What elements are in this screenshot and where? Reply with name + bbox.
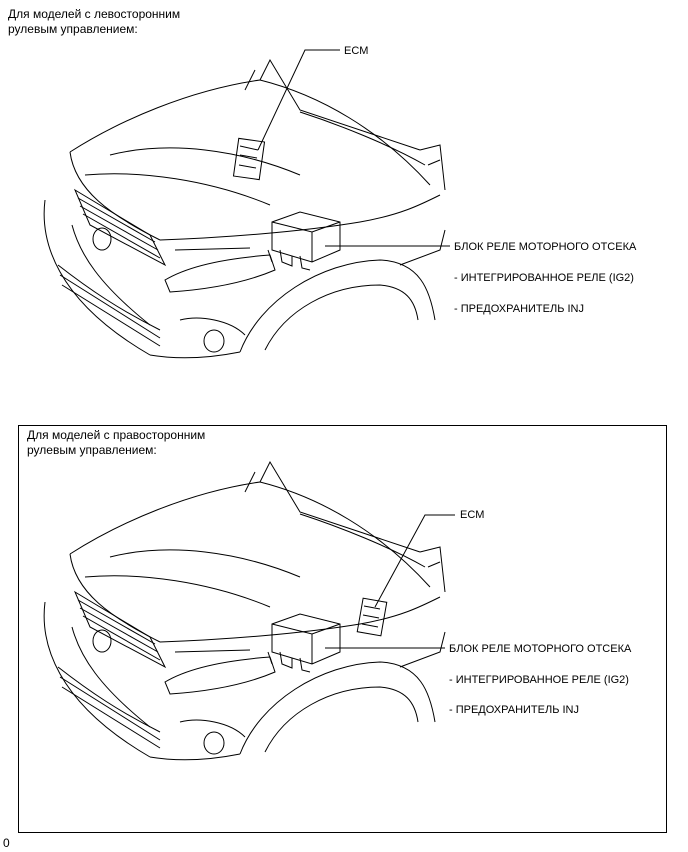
rhd-panel-title: Для моделей с правосторонним рулевым упр… <box>27 428 206 457</box>
lhd-ecm-label: ECM <box>344 45 369 57</box>
rhd-relay-block-label: БЛОК РЕЛЕ МОТОРНОГО ОТСЕКА <box>449 643 632 655</box>
lhd-panel-title: Для моделей с левосторонним рулевым упра… <box>8 7 181 36</box>
rhd-vehicle-drawing <box>43 460 455 761</box>
lhd-relay-block-label: БЛОК РЕЛЕ МОТОРНОГО ОТСЕКА <box>454 241 637 253</box>
rhd-relay-item-ig2: - ИНТЕГРИРОВАННОЕ РЕЛЕ (IG2) <box>449 674 629 686</box>
lhd-vehicle-drawing <box>43 49 450 359</box>
figure-code: 0 <box>3 836 10 850</box>
rhd-ecm-label: ECM <box>460 509 485 521</box>
rhd-panel-frame <box>18 425 667 833</box>
lhd-relay-item-ig2: - ИНТЕГРИРОВАННОЕ РЕЛЕ (IG2) <box>454 272 634 284</box>
lhd-relay-item-inj: - ПРЕДОХРАНИТЕЛЬ INJ <box>454 303 584 315</box>
rhd-relay-item-inj: - ПРЕДОХРАНИТЕЛЬ INJ <box>449 704 579 716</box>
